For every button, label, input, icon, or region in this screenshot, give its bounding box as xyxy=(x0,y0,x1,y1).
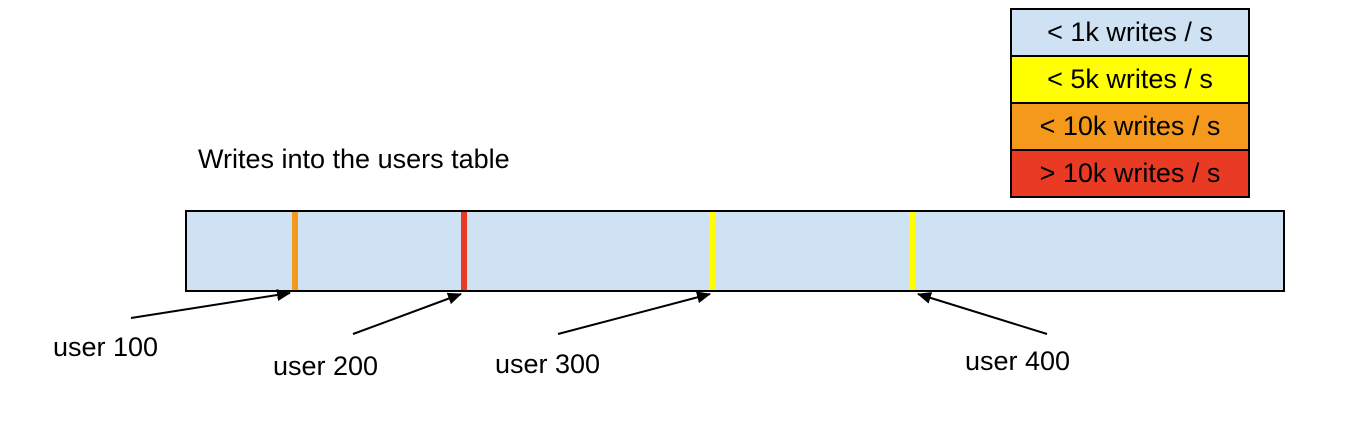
stripe-user-100 xyxy=(292,212,298,290)
diagram-title: Writes into the users table xyxy=(198,144,510,174)
user-200-label: user 200 xyxy=(273,351,379,381)
user-300-label: user 300 xyxy=(495,349,601,379)
arrow-user-400 xyxy=(917,292,1048,335)
legend-item-lt-10k: < 10k writes / s xyxy=(1012,104,1248,151)
arrow-user-200 xyxy=(352,292,462,335)
legend-item-lt-5k: < 5k writes / s xyxy=(1012,57,1248,104)
arrow-user-100 xyxy=(130,289,291,319)
users-table-bar xyxy=(185,210,1285,292)
stripe-user-200 xyxy=(461,212,467,290)
legend-item-gt-10k: > 10k writes / s xyxy=(1012,151,1248,196)
legend-item-lt-1k: < 1k writes / s xyxy=(1012,10,1248,57)
user-400-label: user 400 xyxy=(965,346,1071,376)
user-100-label: user 100 xyxy=(53,332,159,362)
stripe-user-400 xyxy=(909,212,915,290)
arrow-user-300 xyxy=(557,291,711,335)
legend: < 1k writes / s < 5k writes / s < 10k wr… xyxy=(1010,8,1250,198)
stripe-user-300 xyxy=(709,212,715,290)
